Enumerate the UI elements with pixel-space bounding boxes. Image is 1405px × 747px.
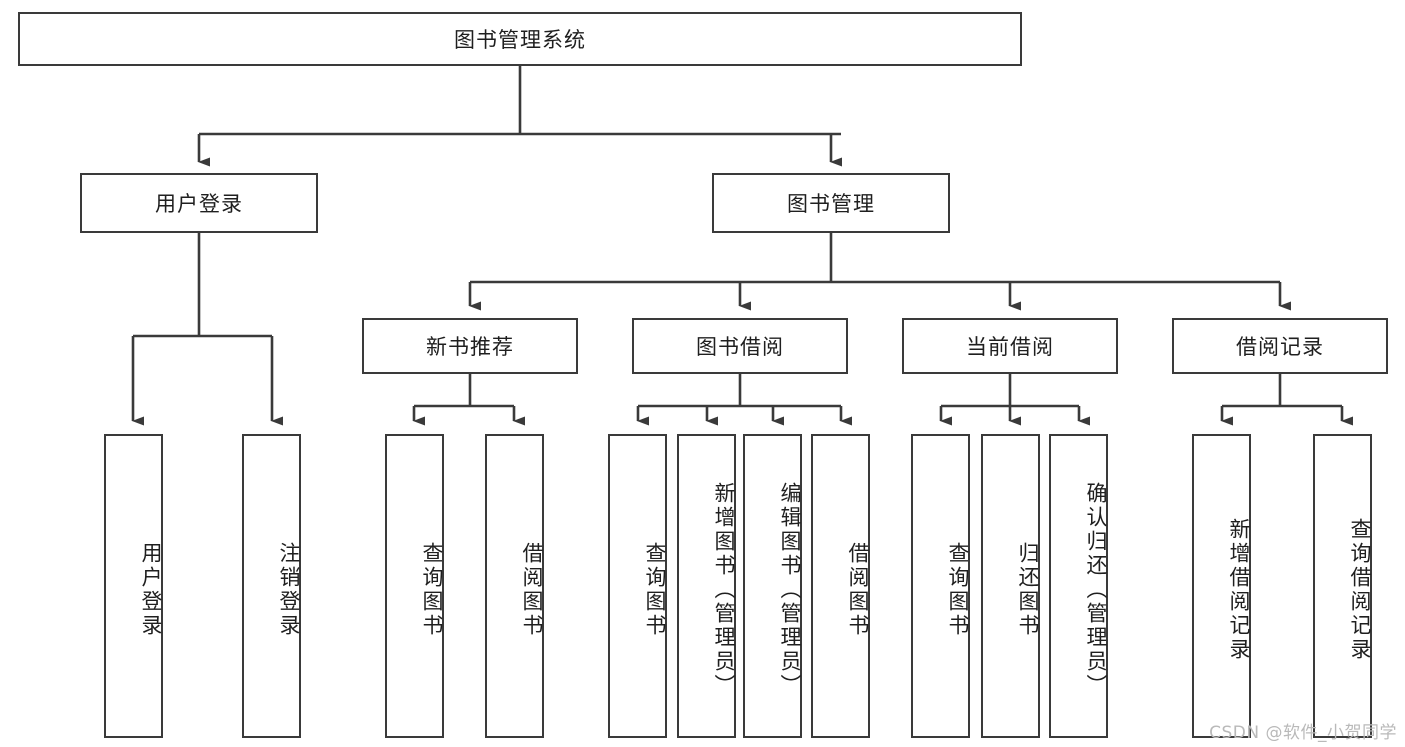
node-label: 查询图书 <box>946 542 970 638</box>
leaf-user-logout[interactable]: 注销登录 <box>242 434 301 738</box>
leaf-user-login[interactable]: 用户登录 <box>104 434 163 738</box>
node-label: 归还图书 <box>1016 542 1040 638</box>
node-label: 查询图书 <box>420 542 444 638</box>
node-label: 图书借阅 <box>696 335 784 359</box>
leaf-borrow-book[interactable]: 借阅图书 <box>811 434 870 738</box>
node-current-borrow[interactable]: 当前借阅 <box>902 318 1118 374</box>
node-user-login[interactable]: 用户登录 <box>80 173 318 233</box>
node-label: 借阅图书 <box>520 542 544 638</box>
leaf-query-book-current[interactable]: 查询图书 <box>911 434 970 738</box>
node-label: 新书推荐 <box>426 335 514 359</box>
leaf-return-book[interactable]: 归还图书 <box>981 434 1040 738</box>
node-label: 查询图书 <box>643 542 667 638</box>
node-label: 借阅记录 <box>1236 335 1324 359</box>
leaf-query-book-borrow[interactable]: 查询图书 <box>608 434 667 738</box>
leaf-edit-book-admin[interactable]: 编辑图书（管理员） <box>743 434 802 738</box>
node-label: 编辑图书（管理员） <box>778 482 802 698</box>
node-label: 借阅图书 <box>846 542 870 638</box>
node-label: 用户登录 <box>139 542 163 638</box>
node-label: 图书管理 <box>787 192 875 216</box>
leaf-add-borrow-record[interactable]: 新增借阅记录 <box>1192 434 1251 738</box>
node-label: 用户登录 <box>155 192 243 216</box>
leaf-confirm-return-admin[interactable]: 确认归还（管理员） <box>1049 434 1108 738</box>
leaf-query-borrow-record[interactable]: 查询借阅记录 <box>1313 434 1372 738</box>
node-label: 新增借阅记录 <box>1227 518 1251 662</box>
leaf-add-book-admin[interactable]: 新增图书（管理员） <box>677 434 736 738</box>
node-book-management[interactable]: 图书管理 <box>712 173 950 233</box>
node-label: 查询借阅记录 <box>1348 518 1372 662</box>
node-label: 新增图书（管理员） <box>712 482 736 698</box>
leaf-borrow-book-recommend[interactable]: 借阅图书 <box>485 434 544 738</box>
node-label: 注销登录 <box>277 542 301 638</box>
node-root-system[interactable]: 图书管理系统 <box>18 12 1022 66</box>
node-book-borrow[interactable]: 图书借阅 <box>632 318 848 374</box>
node-new-book-recommend[interactable]: 新书推荐 <box>362 318 578 374</box>
node-label: 当前借阅 <box>966 335 1054 359</box>
node-label: 确认归还（管理员） <box>1084 482 1108 698</box>
node-borrow-record[interactable]: 借阅记录 <box>1172 318 1388 374</box>
node-label: 图书管理系统 <box>454 28 586 52</box>
csdn-watermark: CSDN @软件_小贺同学 <box>1209 723 1397 743</box>
leaf-query-book-recommend[interactable]: 查询图书 <box>385 434 444 738</box>
